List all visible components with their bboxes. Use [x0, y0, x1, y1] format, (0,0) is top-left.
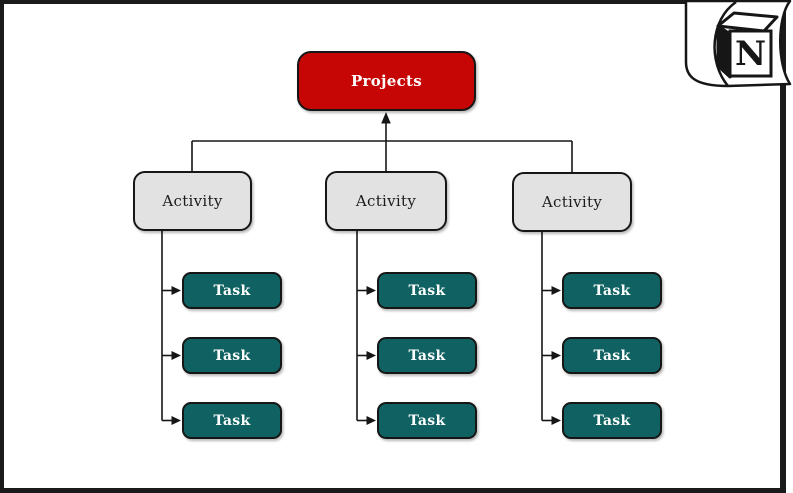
activity1-task-connectors	[161, 231, 181, 425]
task-node-3-3: Task	[562, 402, 662, 439]
task-node-label: Task	[213, 412, 251, 429]
task-node-label: Task	[213, 282, 251, 299]
task-node-3-1: Task	[562, 272, 662, 309]
root-branch-connectors	[191, 112, 573, 172]
arrowhead-right-icon	[171, 416, 181, 425]
arrowhead-right-icon	[551, 286, 561, 295]
activity-node-1: Activity	[133, 171, 252, 231]
task-node-1-2: Task	[182, 337, 282, 374]
task-node-label: Task	[593, 412, 631, 429]
arrowhead-right-icon	[366, 351, 376, 360]
activity-node-label: Activity	[355, 192, 417, 210]
activity-node-3: Activity	[512, 172, 632, 232]
task-node-label: Task	[593, 282, 631, 299]
notion-logo-letter: N	[735, 34, 766, 74]
task-node-label: Task	[593, 347, 631, 364]
task-node-1-3: Task	[182, 402, 282, 439]
task-node-2-1: Task	[377, 272, 477, 309]
activity-node-2: Activity	[325, 171, 447, 231]
arrowhead-right-icon	[171, 351, 181, 360]
task-node-label: Task	[408, 412, 446, 429]
activity2-task-connectors	[356, 231, 376, 425]
projects-node-label: Projects	[350, 72, 423, 90]
activity3-task-connectors	[541, 232, 561, 425]
task-node-2-3: Task	[377, 402, 477, 439]
task-node-label: Task	[213, 347, 251, 364]
arrowhead-right-icon	[366, 416, 376, 425]
projects-node: Projects	[297, 51, 476, 111]
arrowhead-right-icon	[366, 286, 376, 295]
badge-ribbon-fold	[713, 0, 737, 87]
task-node-label: Task	[408, 282, 446, 299]
task-node-label: Task	[408, 347, 446, 364]
notion-badge: N	[684, 0, 792, 88]
notion-logo-icon: N	[716, 11, 779, 79]
arrowhead-right-icon	[551, 351, 561, 360]
arrowhead-up-icon	[381, 112, 391, 124]
activity-node-label: Activity	[541, 193, 603, 211]
activity-node-label: Activity	[162, 192, 223, 210]
arrowhead-right-icon	[171, 286, 181, 295]
task-node-2-2: Task	[377, 337, 477, 374]
arrowhead-right-icon	[551, 416, 561, 425]
task-node-3-2: Task	[562, 337, 662, 374]
task-node-1-1: Task	[182, 272, 282, 309]
